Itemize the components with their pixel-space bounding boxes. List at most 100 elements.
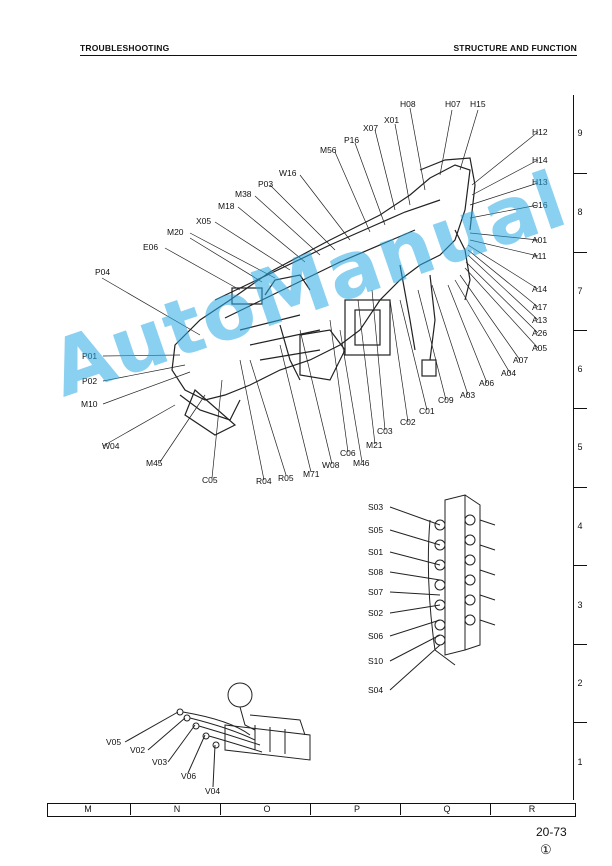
column-divider	[490, 803, 491, 815]
connector-label-c09: C09	[438, 395, 454, 405]
connector-label-h07: H07	[445, 99, 461, 109]
connector-label-a07: A07	[513, 355, 529, 365]
row-divider	[573, 487, 587, 488]
connector-label-m18: M18	[218, 201, 235, 211]
connector-label-m10: M10	[81, 399, 98, 409]
column-divider	[220, 803, 221, 815]
connector-label-a01: A01	[532, 235, 548, 245]
column-divider	[310, 803, 311, 815]
column-grid-frame	[47, 803, 576, 817]
connector-label-e06: E06	[143, 242, 159, 252]
grid-row-9: 9	[577, 128, 583, 138]
solenoid-label-s04: S04	[368, 685, 384, 695]
header-right-title: STRUCTURE AND FUNCTION	[453, 43, 577, 53]
connector-label-p16: P16	[344, 135, 360, 145]
connector-label-p04: P04	[95, 267, 111, 277]
connector-label-a11: A11	[532, 251, 547, 261]
connector-label-a06: A06	[479, 378, 495, 388]
connector-label-c02: C02	[400, 417, 416, 427]
connector-label-m71: M71	[303, 469, 320, 479]
solenoid-label-s06: S06	[368, 631, 384, 641]
connector-label-r05: R05	[278, 473, 294, 483]
grid-row-2: 2	[577, 678, 583, 688]
connector-label-m20: M20	[167, 227, 184, 237]
connector-label-a03: A03	[460, 390, 476, 400]
connector-label-m21: M21	[366, 440, 383, 450]
connector-label-w04: W04	[102, 441, 120, 451]
connector-label-m45: M45	[146, 458, 163, 468]
connector-label-c03: C03	[377, 426, 393, 436]
solenoid-label-s05: S05	[368, 525, 384, 535]
connector-label-m56: M56	[320, 145, 337, 155]
connector-label-c05: C05	[202, 475, 218, 485]
connector-label-w16: W16	[279, 168, 297, 178]
grid-col-p: P	[353, 804, 360, 814]
connector-label-a05: A05	[532, 343, 548, 353]
connector-label-c01: C01	[419, 406, 435, 416]
grid-row-6: 6	[577, 364, 583, 374]
grid-row-3: 3	[577, 600, 583, 610]
connector-label-x01: X01	[384, 115, 400, 125]
grid-row-4: 4	[577, 521, 583, 531]
grid-col-o: O	[263, 804, 271, 814]
grid-row-5: 5	[577, 442, 583, 452]
grid-col-n: N	[173, 804, 181, 814]
connector-label-r04: R04	[256, 476, 272, 486]
header-rule	[80, 55, 577, 56]
solenoid-label-s01: S01	[368, 547, 384, 557]
connector-label-p03: P03	[258, 179, 274, 189]
valve-label-v05: V05	[106, 737, 122, 747]
grid-row-1: 1	[577, 757, 583, 767]
connector-label-p01: P01	[82, 351, 98, 361]
solenoid-label-s10: S10	[368, 656, 384, 666]
solenoid-label-s07: S07	[368, 587, 384, 597]
solenoid-label-s03: S03	[368, 502, 384, 512]
connector-label-a13: A13	[532, 315, 548, 325]
row-divider	[573, 722, 587, 723]
connector-label-c16: C16	[532, 200, 548, 210]
revision-mark: ①	[540, 842, 552, 857]
valve-label-v02: V02	[130, 745, 146, 755]
connector-label-c06: C06	[340, 448, 356, 458]
solenoid-label-s08: S08	[368, 567, 384, 577]
solenoid-label-s02: S02	[368, 608, 384, 618]
connector-label-a17: A17	[532, 302, 548, 312]
row-divider	[573, 252, 587, 253]
grid-col-q: Q	[443, 804, 451, 814]
connector-label-x05: X05	[196, 216, 212, 226]
valve-label-v03: V03	[152, 757, 168, 767]
grid-col-m: M	[84, 804, 92, 814]
leader-lines	[101, 107, 539, 481]
connector-label-p02: P02	[82, 376, 98, 386]
grid-row-8: 8	[577, 207, 583, 217]
column-divider	[400, 803, 401, 815]
row-divider	[573, 173, 587, 174]
solenoid-valve-bank	[389, 494, 496, 691]
row-divider	[573, 330, 587, 331]
connector-label-m38: M38	[235, 189, 252, 199]
machine-body-drawing	[171, 157, 476, 436]
connector-label-m46: M46	[353, 458, 370, 468]
row-grid-frame	[573, 95, 588, 800]
row-divider	[573, 644, 587, 645]
column-divider	[130, 803, 131, 815]
header-left-title: TROUBLESHOOTING	[80, 43, 170, 53]
connector-label-h08: H08	[400, 99, 416, 109]
connector-label-x07: X07	[363, 123, 379, 133]
connector-label-h13: H13	[532, 177, 548, 187]
valve-label-v06: V06	[181, 771, 197, 781]
row-divider	[573, 565, 587, 566]
connector-label-w08: W08	[322, 460, 340, 470]
page-number: 20-73	[536, 825, 567, 839]
row-divider	[573, 408, 587, 409]
connector-label-a04: A04	[501, 368, 517, 378]
valve-label-v04: V04	[205, 786, 221, 796]
connector-label-h12: H12	[532, 127, 548, 137]
connector-label-h14: H14	[532, 155, 548, 165]
grid-row-7: 7	[577, 286, 583, 296]
grid-col-r: R	[528, 804, 536, 814]
connector-label-a14: A14	[532, 284, 548, 294]
control-valve-drawing	[124, 682, 311, 788]
connector-label-h15: H15	[470, 99, 486, 109]
